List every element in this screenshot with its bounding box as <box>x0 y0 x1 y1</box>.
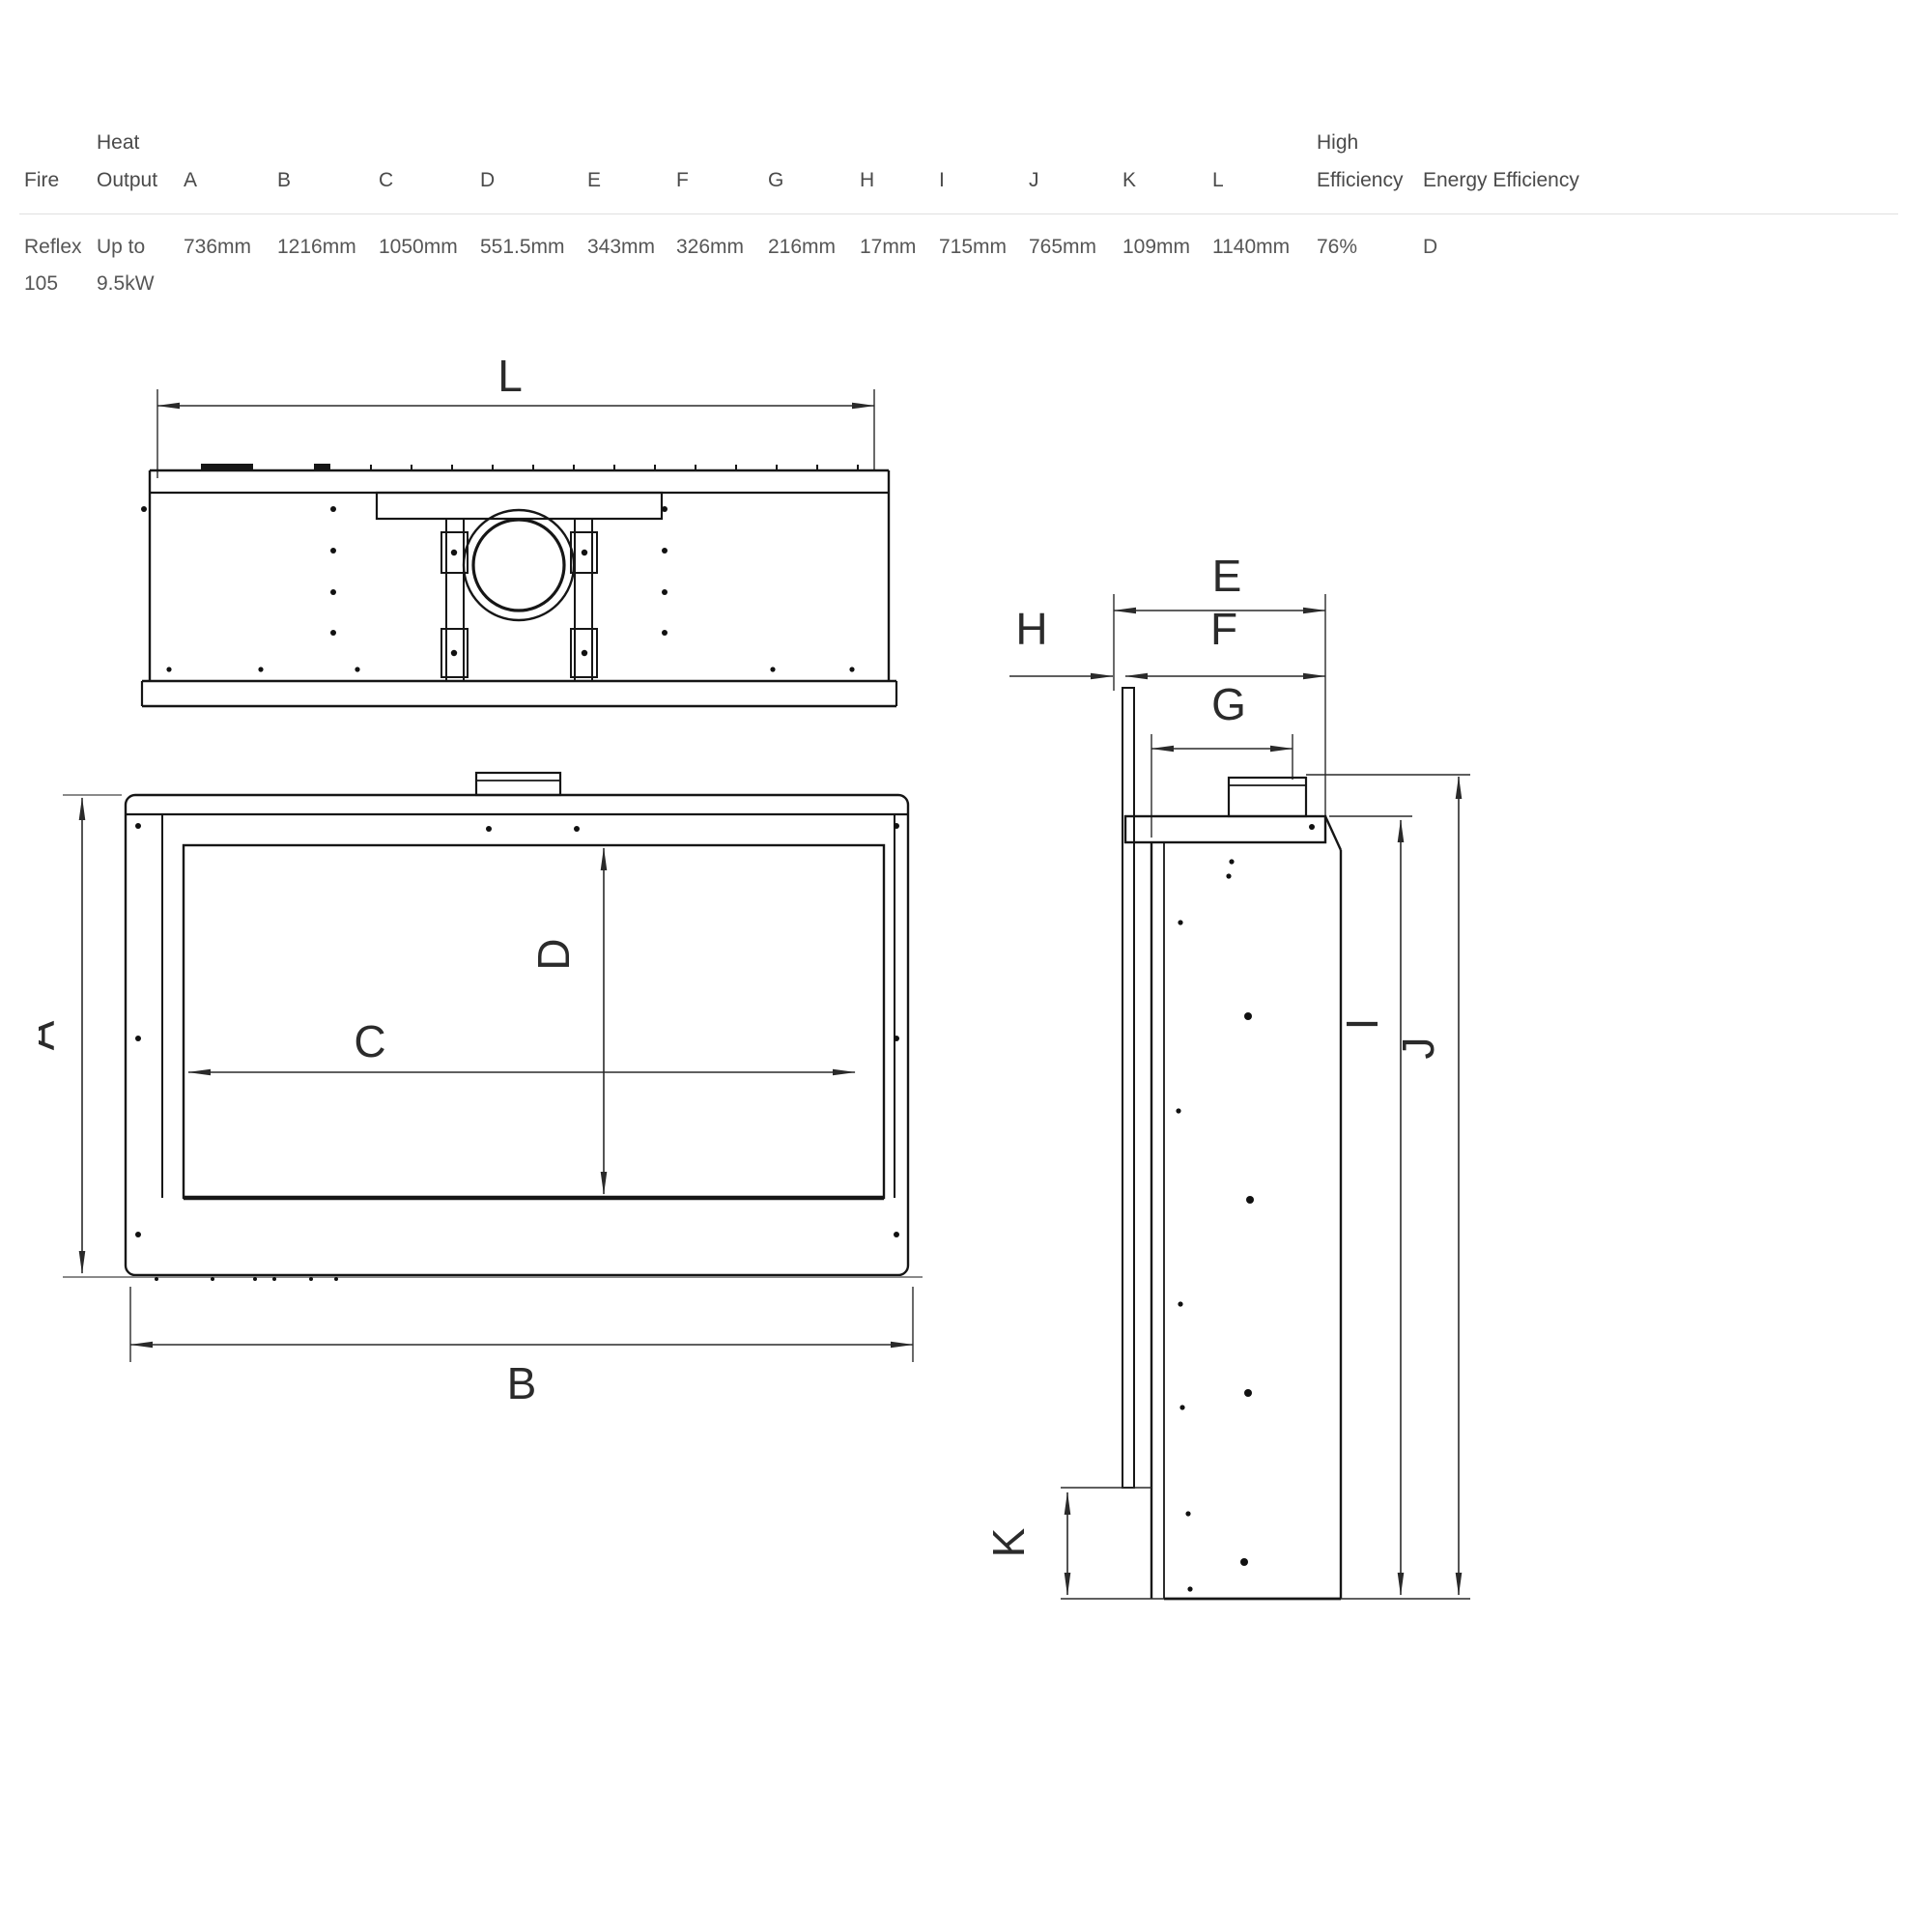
cell-f: 326mm <box>676 236 745 258</box>
col-header-e: E <box>587 124 676 214</box>
dimension-i: I <box>1329 815 1412 1596</box>
col-header-a: A <box>184 124 277 214</box>
cell-a: 736mm <box>184 236 252 258</box>
cell-high-efficiency: 76% <box>1317 236 1358 258</box>
col-header-i: I <box>939 124 1029 214</box>
cell-energy-efficiency: D <box>1423 236 1438 258</box>
dimension-k: K <box>985 1487 1164 1600</box>
dim-label-c: C <box>354 1016 385 1066</box>
col-header-k: K <box>1122 124 1212 214</box>
top-view-drawing: L <box>140 351 898 708</box>
cell-g: 216mm <box>768 236 837 258</box>
dimension-h: H <box>1009 604 1114 680</box>
cell-fire-name: Reflex 105 <box>24 236 82 295</box>
side-view-drawing: E H F G <box>985 551 1470 1601</box>
cell-heat-output: Up to 9.5kW <box>97 236 155 295</box>
front-view-body <box>63 771 923 1278</box>
col-header-d: D <box>480 124 587 214</box>
dim-label-g: G <box>1211 679 1246 729</box>
dimension-g: G <box>1151 679 1293 838</box>
col-header-b: B <box>277 124 379 214</box>
dim-label-e: E <box>1212 551 1242 601</box>
col-header-energy-efficiency: Energy Efficiency <box>1423 124 1898 214</box>
col-header-g: G <box>768 124 860 214</box>
cell-d: 551.5mm <box>480 236 565 258</box>
front-view-drawing: A C D B <box>39 771 923 1408</box>
firebox-opening <box>182 843 886 1200</box>
dimension-c: C <box>187 1016 856 1076</box>
top-view-body <box>140 464 898 708</box>
dim-label-f: F <box>1210 604 1237 654</box>
dimension-l: L <box>156 351 875 478</box>
cell-b: 1216mm <box>277 236 356 258</box>
table-header-row: Fire Heat Output A B C D E F G H I J K L… <box>19 124 1898 214</box>
col-header-c: C <box>379 124 480 214</box>
cell-e: 343mm <box>587 236 656 258</box>
top-view-screw-dots <box>141 506 855 672</box>
dimensions-table: Fire Heat Output A B C D E F G H I J K L… <box>19 124 1898 302</box>
col-header-j: J <box>1029 124 1122 214</box>
dimension-f: F <box>1124 604 1326 680</box>
col-header-fire: Fire <box>19 124 97 214</box>
dimension-d: D <box>528 847 608 1195</box>
col-header-f: F <box>676 124 768 214</box>
table-row: Reflex 105 Up to 9.5kW 736mm 1216mm 1050… <box>19 214 1898 303</box>
front-view-screw-dots <box>135 823 899 1281</box>
dimension-a: A <box>39 797 86 1274</box>
cell-l: 1140mm <box>1212 236 1291 258</box>
col-header-h: H <box>860 124 939 214</box>
dimension-j: J <box>1306 774 1470 1600</box>
side-view-body <box>1122 687 1343 1601</box>
cell-h: 17mm <box>860 236 917 258</box>
dim-label-a: A <box>39 1020 64 1050</box>
col-header-high-efficiency: High Efficiency <box>1317 124 1423 214</box>
dim-label-i: I <box>1337 1018 1387 1031</box>
col-header-l: L <box>1212 124 1317 214</box>
dim-label-l: L <box>497 351 523 401</box>
dim-label-d: D <box>528 938 579 970</box>
cell-k: 109mm <box>1122 236 1191 258</box>
dim-label-b: B <box>507 1358 537 1408</box>
dim-label-k: K <box>985 1527 1034 1557</box>
dimension-b: B <box>129 1287 914 1408</box>
dim-label-j: J <box>1393 1037 1443 1060</box>
top-edge-ticks <box>370 465 859 470</box>
side-view-screw-dots <box>1176 824 1315 1592</box>
col-header-heat-output: Heat Output <box>97 124 184 214</box>
dim-label-h: H <box>1015 604 1047 654</box>
cell-j: 765mm <box>1029 236 1097 258</box>
flue-collar-assembly <box>375 491 664 682</box>
cell-c: 1050mm <box>379 236 458 258</box>
cell-i: 715mm <box>939 236 1008 258</box>
dimension-e: E <box>1113 551 1326 816</box>
